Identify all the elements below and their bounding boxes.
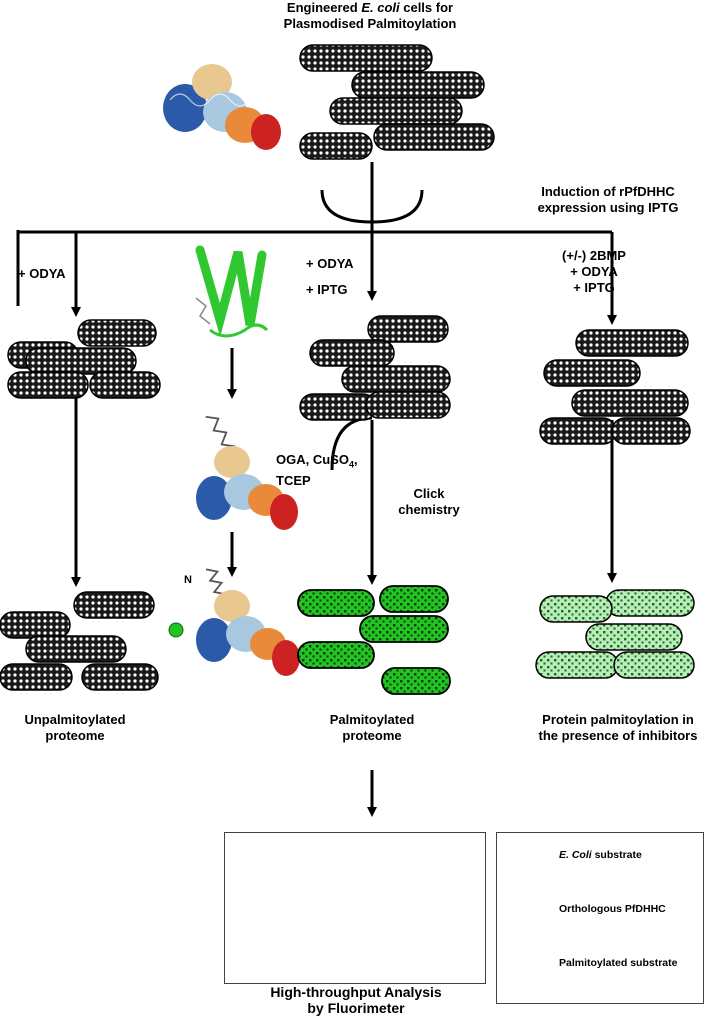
col4-cells-before	[539, 329, 691, 445]
legend-item-palmitoylated: Palmitoylated substrate	[559, 957, 678, 969]
col1-cells-before	[7, 319, 161, 399]
col3-cells-before	[299, 315, 451, 421]
click-chemistry-label: Click chemistry	[398, 486, 460, 517]
title-label: Engineered E. coli cells for Plasmodised…	[283, 0, 457, 31]
branch3-condition-odya: + ODYA	[306, 256, 354, 271]
middle-substrate-protein	[196, 446, 298, 530]
branch-arrows	[71, 232, 617, 817]
click-reagents: OGA, CuSO4, TCEP	[276, 452, 358, 488]
induction-label: Induction of rPfDHHC expression using IP…	[537, 184, 679, 215]
legend-box: E. Coli substrate Orthologous PfDHHC Pal…	[496, 832, 704, 1004]
legend-item-enzyme: Orthologous PfDHHC	[559, 903, 666, 915]
branch4-conditions: (+/-) 2BMP + ODYA + IPTG	[562, 248, 626, 295]
branch3-result-label: Palmitoylated proteome	[329, 712, 415, 743]
col4-cells-inhibited	[535, 589, 695, 679]
bottom-substrate-protein	[196, 590, 300, 676]
top-substrate-protein	[163, 64, 281, 150]
analysis-label: High-throughput Analysis by Fluorimeter	[270, 984, 442, 1016]
branch3-condition-iptg: + IPTG	[306, 282, 348, 297]
azide-label: N	[184, 574, 192, 586]
trunk-connector	[16, 162, 612, 306]
col1-cells-after	[0, 591, 159, 691]
microplate	[224, 832, 486, 984]
branch4-result-label: Protein palmitoylation in the presence o…	[538, 712, 698, 743]
col3-cells-palmitoylated	[297, 585, 451, 695]
top-cells	[299, 44, 495, 160]
legend-item-substrate: E. Coli substrate	[559, 849, 642, 861]
branch1-result-label: Unpalmitoylated proteome	[24, 712, 126, 743]
enzyme-pfdhhc	[195, 245, 269, 338]
branch1-condition: + ODYA	[18, 266, 66, 281]
